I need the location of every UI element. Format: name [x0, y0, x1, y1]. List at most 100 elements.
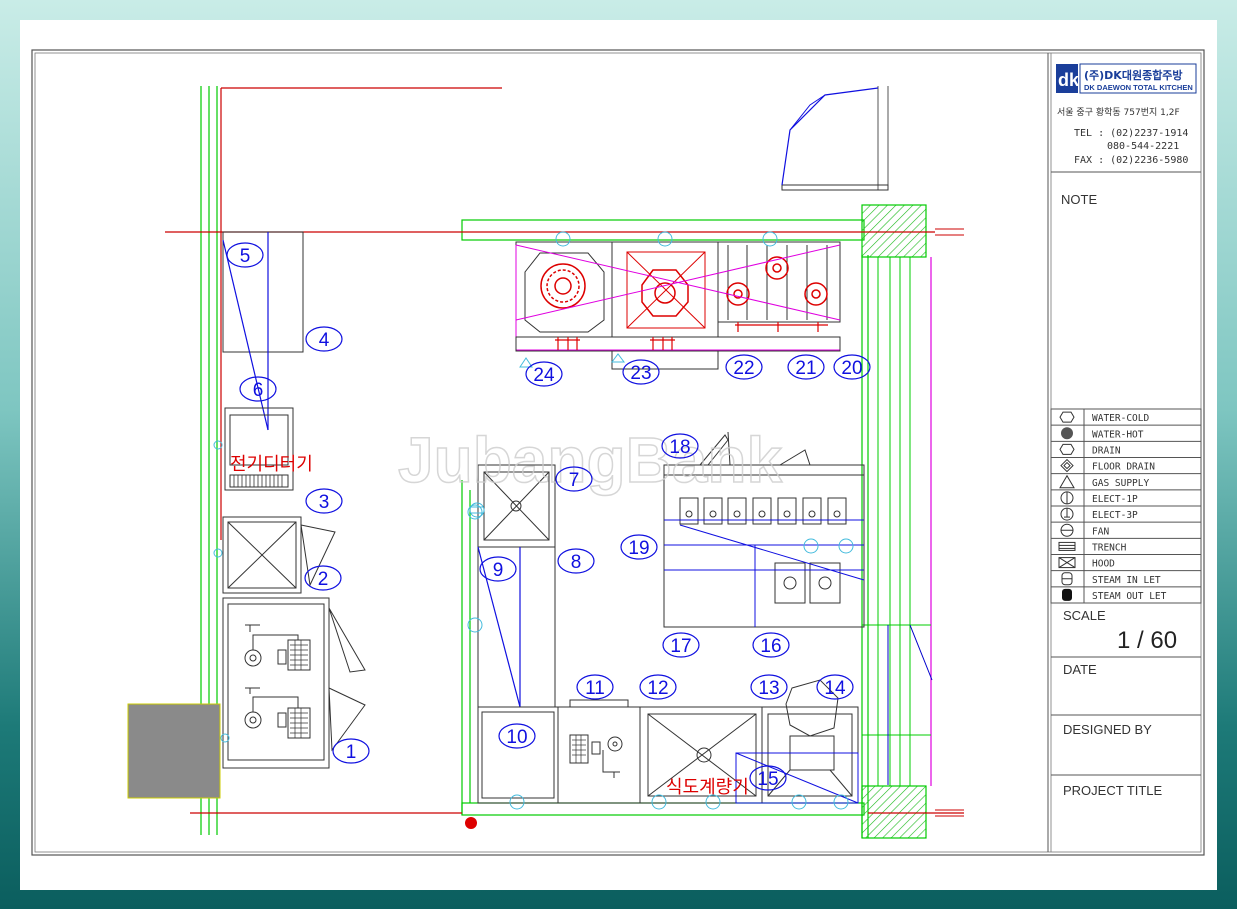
callout-number: 11 [585, 678, 605, 699]
callout-2: 2 [304, 565, 342, 591]
elect-3p-icon [1060, 507, 1074, 521]
left-equipment-line: 전기디터기 [213, 231, 366, 769]
callout-number: 24 [533, 365, 555, 386]
callout-9: 9 [479, 556, 517, 582]
callout-21: 21 [787, 354, 825, 380]
callout-number: 22 [733, 358, 754, 379]
designed-by-label: DESIGNED BY [1063, 722, 1152, 737]
callout-14: 14 [816, 674, 854, 700]
legend-label: TRENCH [1092, 542, 1127, 553]
callout-number: 19 [628, 538, 649, 559]
callout-number: 20 [841, 358, 862, 379]
callout-number: 5 [240, 246, 251, 267]
hood-icon [1058, 557, 1076, 569]
callout-number: 23 [630, 363, 651, 384]
steam-in-let-icon [1061, 572, 1073, 586]
date-label: DATE [1063, 662, 1097, 677]
elect-1p-icon [1060, 491, 1074, 505]
tel-line-2: 080-544-2221 [1107, 141, 1179, 152]
callout-number: 18 [669, 437, 690, 458]
callout-15: 15 [749, 765, 787, 791]
callout-number: 15 [757, 769, 778, 790]
top-cooking-line [515, 231, 841, 370]
callout-4: 4 [305, 326, 343, 352]
company-logo: dk (주)DK대원종합주방 DK DAEWON TOTAL KITCHEN [1056, 63, 1197, 94]
callout-number: 17 [670, 636, 691, 657]
center-island [663, 431, 865, 628]
project-title-label: PROJECT TITLE [1063, 783, 1163, 798]
callout-13: 13 [750, 674, 788, 700]
callout-18: 18 [661, 433, 699, 459]
callout-7: 7 [555, 466, 593, 492]
callout-number: 16 [760, 636, 781, 657]
callout-number: 10 [506, 727, 527, 748]
callout-24: 24 [525, 361, 563, 387]
company-name-english: DK DAEWON TOTAL KITCHEN [1084, 83, 1193, 92]
water-cold-icon [1059, 411, 1075, 423]
scale-label: SCALE [1063, 608, 1106, 623]
legend-label: WATER-COLD [1092, 413, 1149, 424]
walls [200, 86, 933, 839]
scale-value: 1 / 60 [1117, 627, 1177, 654]
callout-number: 12 [647, 678, 668, 699]
callout-12: 12 [639, 674, 677, 700]
kitchen-floor-plan: dk (주)DK대원종합주방 DK DAEWON TOTAL KITCHEN 서… [31, 49, 1205, 856]
bottom-equipment-line: 식도계량기 [477, 679, 859, 810]
company-address: 서울 중구 황학동 757번지 1,2F [1057, 107, 1180, 118]
fax-line: FAX : (02)2236-5980 [1074, 155, 1188, 166]
fan-icon [1060, 523, 1074, 537]
legend-label: STEAM IN LET [1092, 575, 1161, 586]
callout-19: 19 [620, 534, 658, 560]
floor-drain-icon [1060, 458, 1074, 473]
title-block: dk (주)DK대원종합주방 DK DAEWON TOTAL KITCHEN 서… [1050, 63, 1202, 798]
legend-label: STEAM OUT LET [1092, 591, 1167, 602]
callout-10: 10 [498, 723, 536, 749]
legend-label: ELECT-3P [1092, 510, 1138, 521]
callout-8: 8 [557, 548, 595, 574]
drain-icon [1059, 443, 1075, 455]
callout-number: 3 [319, 492, 330, 513]
tel-line-1: TEL : (02)2237-1914 [1074, 128, 1188, 139]
callout-number: 8 [571, 552, 582, 573]
callout-number: 7 [569, 470, 580, 491]
callout-number: 1 [346, 742, 357, 763]
callout-number: 13 [758, 678, 779, 699]
callout-11: 11 [576, 674, 614, 700]
callout-17: 17 [662, 632, 700, 658]
callout-5: 5 [226, 242, 264, 268]
gas-valve-icon [465, 817, 477, 829]
steam-out-let-icon [1062, 588, 1072, 601]
hatched-column-bottom [861, 785, 927, 839]
legend-label: ELECT-1P [1092, 494, 1138, 505]
callout-number: 21 [795, 358, 816, 379]
legend-label: FAN [1092, 526, 1109, 537]
callout-1: 1 [332, 738, 370, 764]
callout-6: 6 [239, 376, 277, 402]
callout-number: 4 [319, 330, 330, 351]
trench-icon [1058, 541, 1076, 551]
hatched-column-top [861, 204, 927, 258]
gas-supply-icon [1059, 474, 1075, 489]
callout-number: 6 [253, 380, 264, 401]
legend-label: FLOOR DRAIN [1092, 462, 1155, 473]
callout-16: 16 [752, 632, 790, 658]
callout-22: 22 [725, 354, 763, 380]
water-hot-icon [1061, 427, 1073, 440]
label-bottom-annotation: 식도계량기 [666, 777, 749, 798]
structural-column [127, 703, 221, 799]
legend-label: DRAIN [1092, 445, 1121, 456]
water-hot-marker-icon [469, 502, 485, 518]
logo-letters: dk [1058, 70, 1080, 90]
callout-number: 9 [493, 560, 504, 581]
label-left-annotation: 전기디터기 [230, 454, 313, 475]
note-label: NOTE [1061, 192, 1097, 207]
legend-label: GAS SUPPLY [1092, 478, 1149, 489]
drawing-sheet: dk (주)DK대원종합주방 DK DAEWON TOTAL KITCHEN 서… [20, 20, 1217, 890]
legend-label: HOOD [1092, 559, 1115, 570]
callout-23: 23 [622, 359, 660, 385]
outer-border [31, 49, 1205, 856]
company-name-korean: (주)DK대원종합주방 [1084, 68, 1183, 82]
callout-3: 3 [305, 488, 343, 514]
